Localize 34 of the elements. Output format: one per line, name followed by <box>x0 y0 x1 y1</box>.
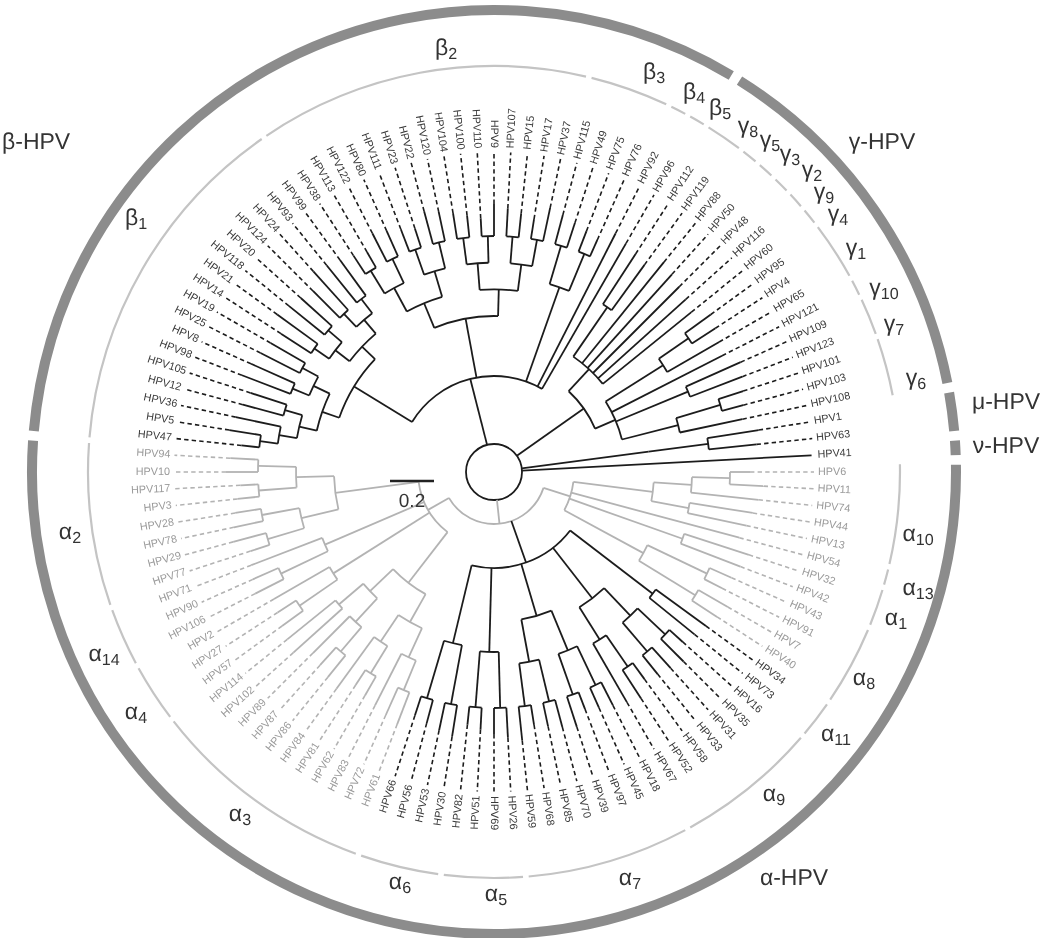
species-label: α$_{4}$ <box>124 702 148 726</box>
genus-label: ν-HPV <box>972 436 1040 460</box>
species-label: β$_{1}$ <box>124 208 148 232</box>
species-label: γ$_{8}$ <box>737 116 759 140</box>
species-label: γ$_{5}$ <box>759 130 781 154</box>
species-label: α$_{2}$ <box>58 522 82 546</box>
species-label: γ$_{9}$ <box>813 182 835 206</box>
species-label: α$_{3}$ <box>228 804 252 828</box>
species-label: γ$_{3}$ <box>779 144 801 168</box>
species-label: α$_{13}$ <box>902 578 934 602</box>
genus-label: μ-HPV <box>971 392 1040 416</box>
species-label: γ$_{10}$ <box>869 278 899 302</box>
species-label: α$_{11}$ <box>821 724 851 748</box>
species-label: β$_{2}$ <box>434 38 458 62</box>
species-label: γ$_{1}$ <box>845 238 867 262</box>
genus-label: β-HPV <box>2 132 71 156</box>
species-label: γ$_{6}$ <box>905 368 927 392</box>
species-label: α$_{10}$ <box>902 524 934 548</box>
scale-label: 0.2 <box>398 492 426 512</box>
species-label: β$_{5}$ <box>708 98 732 122</box>
species-label: γ$_{7}$ <box>883 314 905 338</box>
species-label: β$_{3}$ <box>642 62 666 86</box>
species-label: α$_{6}$ <box>388 872 412 896</box>
species-label: β$_{4}$ <box>682 82 706 106</box>
species-label: α$_{1}$ <box>884 608 908 632</box>
species-label: α$_{5}$ <box>484 884 508 908</box>
species-label: α$_{8}$ <box>852 668 876 692</box>
genus-label: γ-HPV <box>848 132 916 156</box>
species-label: α$_{7}$ <box>618 868 642 892</box>
species-label: γ$_{2}$ <box>801 160 823 184</box>
genus-label: α-HPV <box>759 868 829 892</box>
species-label: α$_{14}$ <box>88 644 120 668</box>
species-label: γ$_{4}$ <box>827 204 849 228</box>
species-label: α$_{9}$ <box>762 784 786 808</box>
